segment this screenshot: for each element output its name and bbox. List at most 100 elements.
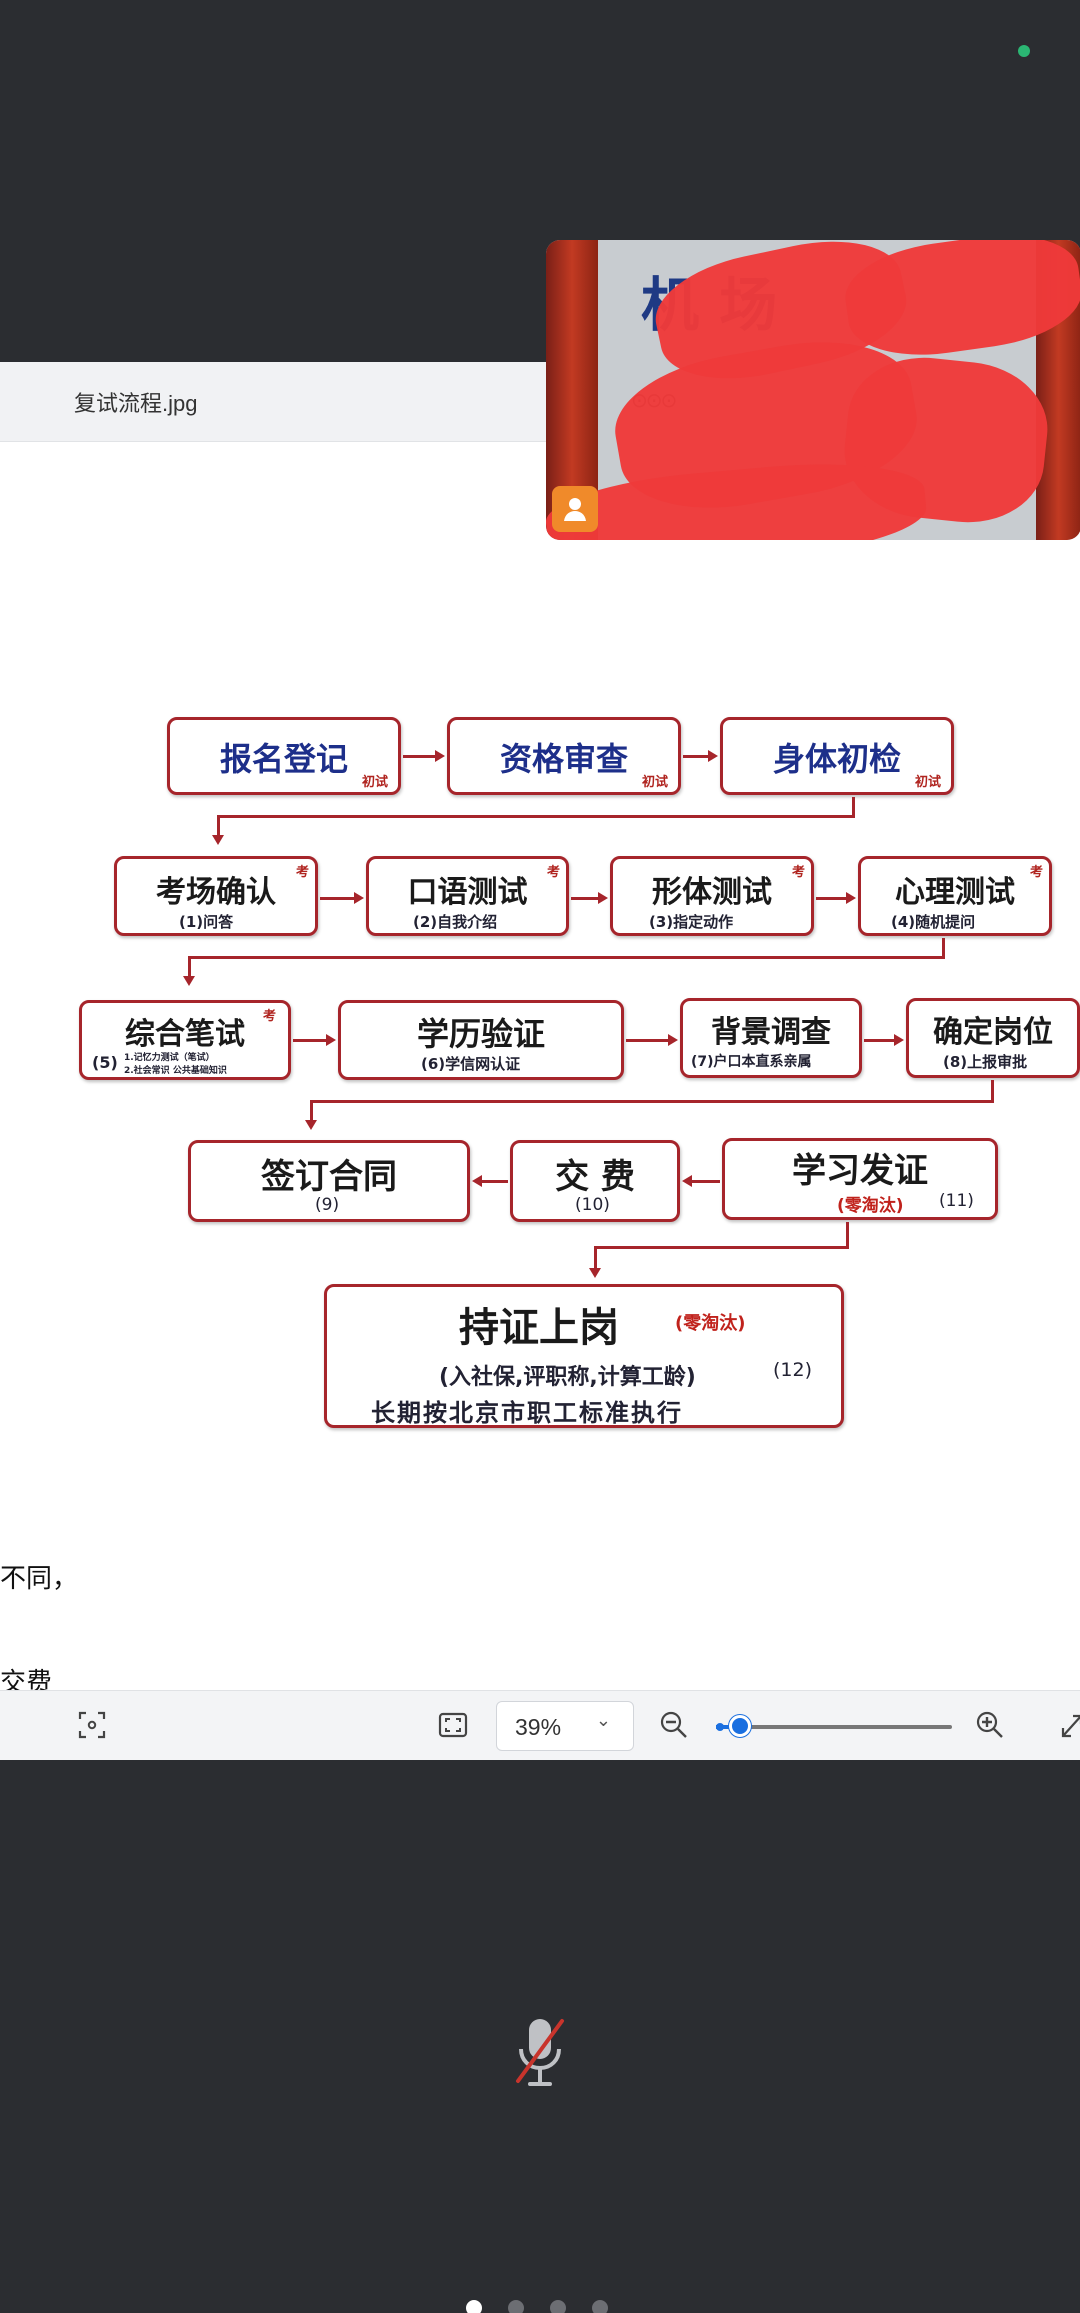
connector <box>626 1039 668 1042</box>
step-title: 综合笔试 <box>125 1017 245 1052</box>
step-subtitle: (11) <box>939 1191 974 1211</box>
step-tag: 考 <box>546 865 560 880</box>
step-title: 资格审查 <box>499 740 628 778</box>
status-dot <box>1018 45 1030 57</box>
step-tag: 考 <box>262 1009 276 1024</box>
zoom-slider-track[interactable] <box>740 1725 952 1729</box>
step-title: 交 费 <box>555 1157 635 1197</box>
flow-step-13: 交 费 (10) <box>510 1140 680 1222</box>
step-title: 心理测试 <box>895 875 1015 910</box>
fit-screen-icon[interactable] <box>435 1707 471 1743</box>
step-detail: 长期按北京市职工标准执行 <box>371 1399 683 1427</box>
zoom-slider-thumb[interactable] <box>729 1715 751 1737</box>
arrow-left-icon <box>682 1175 692 1187</box>
video-preview[interactable]: 机 场 ⊙⊙⊙ <box>546 240 1080 540</box>
step-title: 签订合同 <box>261 1157 397 1197</box>
chevron-down-icon: ⌄ <box>595 1710 611 1731</box>
zoom-slider-fill <box>716 1725 740 1729</box>
step-title: 学习发证 <box>792 1151 928 1191</box>
arrow-right-icon <box>354 892 364 904</box>
page-indicator <box>466 2300 616 2313</box>
connector <box>846 1222 849 1248</box>
step-subtitle: (4)随机提问 <box>891 913 976 931</box>
zoom-select[interactable]: 39% ⌄ <box>496 1701 634 1751</box>
connector <box>942 938 945 958</box>
connector <box>852 797 855 817</box>
connector <box>293 1039 327 1042</box>
step-subtitle: (10) <box>575 1195 610 1215</box>
connector <box>816 897 846 900</box>
step-note: (零淘汰) <box>675 1313 746 1334</box>
flow-step-1: 报名登记 初试 <box>167 717 401 795</box>
fullscreen-select-icon[interactable] <box>74 1707 110 1743</box>
connector <box>594 1246 597 1270</box>
mic-muted-icon[interactable] <box>510 2015 570 2095</box>
step-title: 报名登记 <box>219 740 348 778</box>
zoom-out-icon[interactable] <box>656 1707 692 1743</box>
connector <box>482 1180 508 1183</box>
step-tag: 初试 <box>641 775 668 790</box>
arrow-down-icon <box>183 976 195 986</box>
connector <box>594 1246 849 1249</box>
flow-step-7: 心理测试 (4)随机提问 考 <box>858 856 1052 936</box>
step-title: 确定岗位 <box>933 1015 1053 1050</box>
arrow-right-icon <box>435 750 445 762</box>
connector <box>864 1039 894 1042</box>
step-title: 考场确认 <box>156 875 276 910</box>
step-tag: 考 <box>1029 865 1043 880</box>
flow-step-2: 资格审查 初试 <box>447 717 681 795</box>
flow-step-12: 签订合同 (9) <box>188 1140 470 1222</box>
arrow-right-icon <box>708 750 718 762</box>
arrow-right-icon <box>598 892 608 904</box>
page-dot-active[interactable] <box>466 2300 482 2313</box>
flow-step-4: 考场确认 (1)问答 考 <box>114 856 318 936</box>
step-subtitle: (2)自我介绍 <box>413 913 498 931</box>
step-subtitle: (6)学信网认证 <box>421 1055 521 1073</box>
step-subtitle: (8)上报审批 <box>943 1053 1028 1071</box>
step-note: (零淘汰) <box>837 1196 904 1216</box>
flowchart-image: 报名登记 初试 资格审查 初试 身体初检 初试 考场确认 (1)问答 考 口语测… <box>0 362 1080 1760</box>
flow-step-14: 学习发证 (零淘汰) (11) <box>722 1138 998 1220</box>
step-number: (12) <box>773 1359 813 1381</box>
flow-step-3: 身体初检 初试 <box>720 717 954 795</box>
connector <box>683 755 709 758</box>
page-dot[interactable] <box>550 2300 566 2313</box>
connector <box>403 755 435 758</box>
step-title: 学历验证 <box>416 1015 545 1053</box>
step-subtitle: (7)户口本直系亲属 <box>691 1054 812 1070</box>
document-text: 不同， <box>0 1564 79 1594</box>
step-subtitle: 2.社会常识 公共基础知识 <box>124 1066 227 1076</box>
expand-icon[interactable] <box>1054 1707 1080 1743</box>
arrow-left-icon <box>472 1175 482 1187</box>
arrow-down-icon <box>589 1268 601 1278</box>
step-tag: 考 <box>295 865 309 880</box>
step-title: 身体初检 <box>772 740 901 778</box>
zoom-in-icon[interactable] <box>972 1707 1008 1743</box>
flow-step-10: 背景调查 (7)户口本直系亲属 <box>680 998 862 1078</box>
arrow-right-icon <box>894 1034 904 1046</box>
page-dot[interactable] <box>592 2300 608 2313</box>
step-subtitle: (1)问答 <box>179 913 234 931</box>
connector <box>571 897 599 900</box>
arrow-down-icon <box>305 1120 317 1130</box>
connector <box>310 1100 994 1103</box>
connector <box>991 1080 994 1102</box>
zoom-value: 39% <box>515 1714 562 1740</box>
step-title: 口语测试 <box>407 875 528 910</box>
image-viewer: 复试流程.jpg 报名登记 初试 资格审查 初试 身体初检 初试 考场确认 (1… <box>0 362 1080 1760</box>
user-icon <box>552 486 598 532</box>
viewer-toolbar: 39% ⌄ <box>0 1690 1080 1760</box>
step-tag: 初试 <box>914 775 941 790</box>
connector <box>310 1100 313 1122</box>
step-tag: 考 <box>791 865 805 880</box>
connector <box>692 1180 720 1183</box>
step-title: 背景调查 <box>711 1015 831 1050</box>
step-title: 形体测试 <box>652 875 772 910</box>
flow-step-8: 综合笔试 (5) 1.记忆力测试（笔试） 2.社会常识 公共基础知识 考 <box>79 1000 291 1080</box>
step-number: (5) <box>92 1053 118 1072</box>
page-dot[interactable] <box>508 2300 524 2313</box>
connector <box>188 956 191 978</box>
step-subtitle: (9) <box>315 1195 340 1215</box>
step-title: 持证上岗 <box>459 1304 619 1351</box>
step-subtitle: 1.记忆力测试（笔试） <box>124 1053 215 1063</box>
